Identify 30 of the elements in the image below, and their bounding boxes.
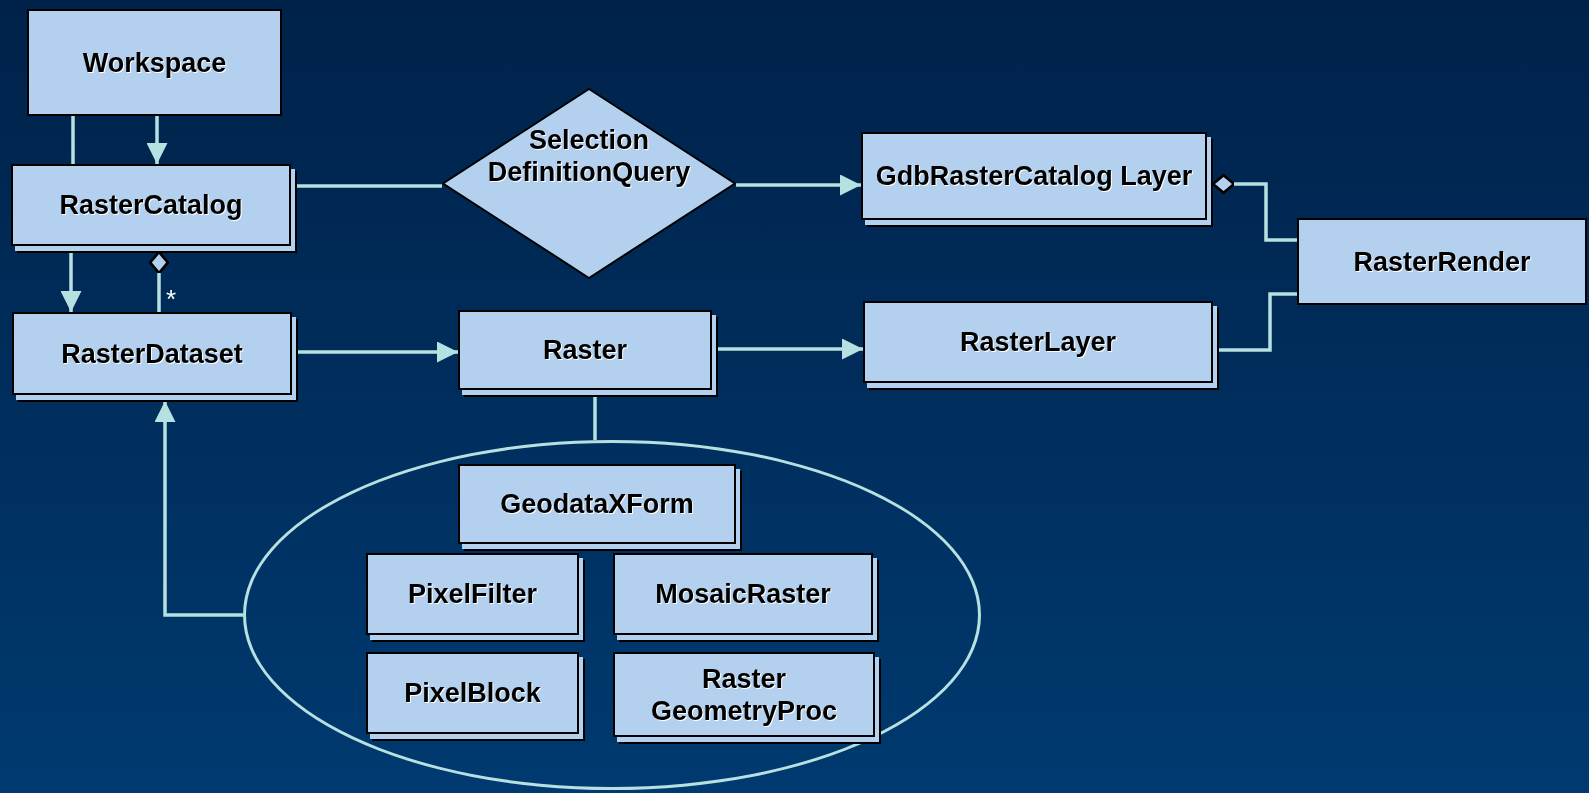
node-label: PixelBlock — [404, 677, 541, 709]
node-label: Selection DefinitionQuery — [486, 123, 692, 188]
node-label: GeodataXForm — [500, 488, 694, 520]
node-label: RasterDataset — [61, 337, 243, 370]
connector — [297, 184, 442, 188]
node-label: Workspace — [82, 46, 227, 79]
connector — [736, 174, 861, 196]
connector — [146, 116, 168, 164]
node-label: PixelFilter — [407, 578, 538, 610]
node-label: MosaicRaster — [655, 578, 831, 610]
decision-diamond — [442, 88, 736, 279]
class-box — [1297, 218, 1587, 305]
class-box — [27, 9, 282, 116]
node-label: RasterRender — [1353, 245, 1531, 278]
group-ellipse — [243, 440, 981, 790]
connector — [718, 338, 863, 360]
connector — [60, 252, 82, 312]
connector — [1219, 292, 1297, 352]
connector — [593, 396, 597, 440]
node-label: RasterLayer — [959, 326, 1117, 358]
connector — [298, 341, 458, 363]
node-label: GdbRasterCatalog Layer — [875, 160, 1193, 192]
connector — [148, 250, 170, 312]
multiplicity-label: * — [166, 286, 177, 312]
connector — [154, 401, 243, 617]
node-label: Raster GeometryProc — [649, 662, 839, 727]
node-label: Raster — [542, 334, 627, 366]
connector — [71, 116, 75, 164]
connector — [1211, 173, 1297, 242]
node-label: RasterCatalog — [59, 189, 243, 221]
